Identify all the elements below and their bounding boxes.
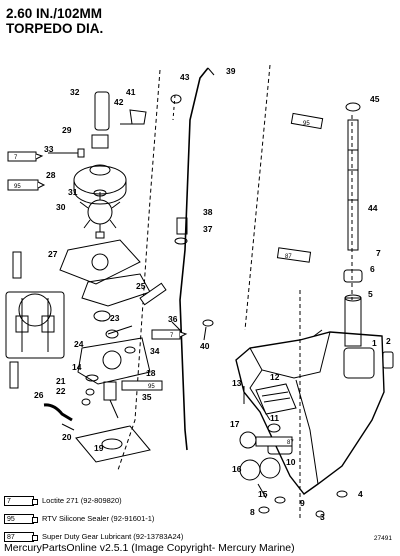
document-number: 27491 <box>373 535 392 542</box>
part-label-20: 20 <box>62 432 72 442</box>
part-label-13: 13 <box>232 378 242 388</box>
part-label-16: 16 <box>232 464 242 474</box>
part-label-39: 39 <box>226 66 236 76</box>
part-label-23: 23 <box>110 313 120 323</box>
legend-text-loctite: Loctite 271 (92-809820) <box>42 496 122 505</box>
part-label-15: 15 <box>258 489 268 499</box>
tube-code-rtv: 95 <box>303 121 310 127</box>
part-label-44: 44 <box>368 203 378 213</box>
part-label-6: 6 <box>370 264 375 274</box>
part-label-45: 45 <box>370 94 380 104</box>
sealant-legend: 7 Loctite 271 (92-809820) 95 RTV Silicon… <box>4 493 304 547</box>
part-label-40: 40 <box>200 341 210 351</box>
part-label-32: 32 <box>70 87 80 97</box>
part-label-42: 42 <box>114 97 124 107</box>
part-label-38: 38 <box>203 207 213 217</box>
tube-code-loctite: 7 <box>170 333 174 339</box>
part-label-27: 27 <box>48 249 58 259</box>
part-label-22: 22 <box>56 386 66 396</box>
legend-code-gear-lube: 87 <box>4 532 38 542</box>
part-label-43: 43 <box>180 72 190 82</box>
copyright-footer: MercuryPartsOnline v2.5.1 (Image Copyrig… <box>4 542 295 554</box>
exploded-parts-diagram: 7 95 95 7 95 87 87 1 2 3 4 5 6 7 8 9 10 … <box>5 64 394 522</box>
diagram-title: 2.60 IN./102MM TORPEDO DIA. <box>6 6 104 36</box>
part-label-2: 2 <box>386 336 391 346</box>
tube-code-rtv: 95 <box>148 384 155 390</box>
tube-code-gear-lube: 87 <box>287 440 294 446</box>
tube-code-loctite: 7 <box>14 155 18 161</box>
part-label-7: 7 <box>376 248 381 258</box>
part-label-28: 28 <box>46 170 56 180</box>
part-label-18: 18 <box>146 368 156 378</box>
part-label-41: 41 <box>126 87 136 97</box>
legend-code-rtv: 95 <box>4 514 38 524</box>
legend-row-loctite: 7 Loctite 271 (92-809820) <box>4 493 304 511</box>
legend-code-loctite: 7 <box>4 496 38 506</box>
part-label-25: 25 <box>136 281 146 291</box>
tube-gear-lube <box>255 247 312 447</box>
part-label-21: 21 <box>56 376 66 386</box>
part-label-31: 31 <box>68 187 78 197</box>
part-label-12: 12 <box>270 372 280 382</box>
part-label-4: 4 <box>358 489 363 499</box>
part-label-1: 1 <box>372 338 377 348</box>
part-label-3: 3 <box>320 512 325 522</box>
part-label-10: 10 <box>286 457 296 467</box>
tube-loctite <box>7 151 188 389</box>
part-label-11: 11 <box>270 413 279 423</box>
legend-row-gear-lube: 87 Super Duty Gear Lubricant (92-13783A2… <box>4 529 304 547</box>
legend-text-rtv: RTV Silicone Sealer (92-91601-1) <box>42 514 155 523</box>
part-label-19: 19 <box>94 443 104 453</box>
part-label-26: 26 <box>34 390 44 400</box>
part-label-36: 36 <box>168 314 178 324</box>
legend-text-gear-lube: Super Duty Gear Lubricant (92-13783A24) <box>42 532 184 541</box>
tube-code-gear-lube: 87 <box>285 254 292 260</box>
part-label-33: 33 <box>44 144 54 154</box>
part-label-34: 34 <box>150 346 160 356</box>
tube-rtv <box>7 112 324 391</box>
legend-row-rtv: 95 RTV Silicone Sealer (92-91601-1) <box>4 511 304 529</box>
part-label-37: 37 <box>203 224 213 234</box>
part-label-14: 14 <box>72 362 82 372</box>
part-label-9: 9 <box>300 498 305 508</box>
tube-code-rtv: 95 <box>14 184 21 190</box>
part-label-17: 17 <box>230 419 240 429</box>
part-label-5: 5 <box>368 289 373 299</box>
part-label-35: 35 <box>142 392 152 402</box>
part-label-29: 29 <box>62 125 72 135</box>
part-label-30: 30 <box>56 202 66 212</box>
part-label-24: 24 <box>74 339 84 349</box>
part-label-8: 8 <box>250 507 255 517</box>
